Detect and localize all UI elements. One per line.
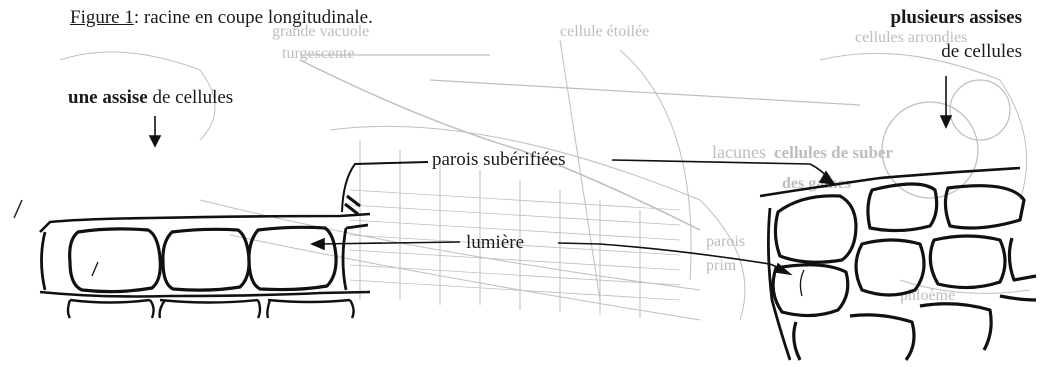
label-lumiere: lumière bbox=[466, 233, 524, 252]
single-layer-cells bbox=[40, 214, 370, 318]
label-single-layer-rest: de cellules bbox=[148, 87, 233, 108]
arrow-multi-layer bbox=[941, 116, 951, 127]
bg-label-cellules-suber: cellules de suber bbox=[774, 143, 893, 162]
label-single-layer-bold: une assise bbox=[68, 87, 148, 108]
label-parois: parois subérifiées bbox=[432, 150, 565, 169]
bg-label-turgescente: turgescente bbox=[282, 45, 355, 62]
bg-label-prim: prim bbox=[706, 257, 737, 274]
label-multi-layer-rest: de cellules bbox=[941, 42, 1022, 61]
figure-number: Figure 1 bbox=[70, 7, 134, 28]
stray-mark bbox=[14, 200, 22, 218]
figure-caption: Figure 1: racine en coupe longitudinale. bbox=[70, 8, 373, 27]
arrow-lumiere-left bbox=[312, 239, 324, 249]
figure-caption-text: : racine en coupe longitudinale. bbox=[134, 7, 373, 28]
bg-label-parois: parois bbox=[706, 233, 745, 250]
label-multi-layer-bold: plusieurs assises bbox=[891, 8, 1022, 27]
label-single-layer: une assise de cellules bbox=[68, 88, 233, 107]
background-faint-layer: grande vacuole turgescente cellule étoil… bbox=[60, 23, 1030, 320]
arrow-single-layer bbox=[150, 136, 160, 146]
bg-label-phloeme: phloème bbox=[900, 287, 955, 304]
multi-layer-cells bbox=[760, 168, 1036, 360]
bg-label-cellule-etoilee: cellule étoilée bbox=[560, 23, 649, 40]
bg-label-lacunes: lacunes bbox=[712, 142, 766, 162]
